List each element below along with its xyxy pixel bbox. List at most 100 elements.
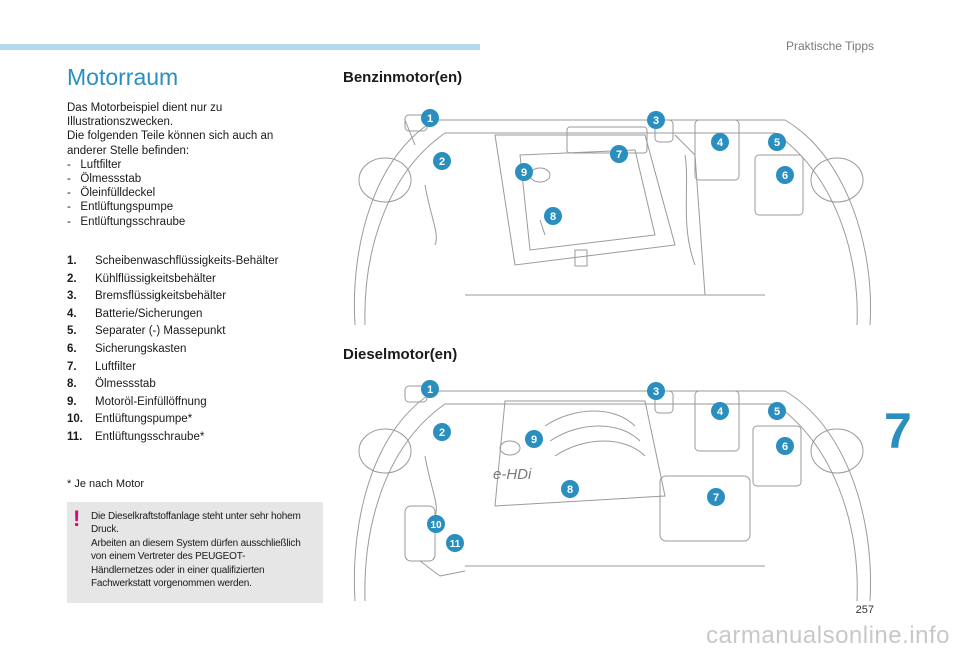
diesel-heading: Dieselmotor(en): [343, 346, 458, 363]
warning-line: Händlernetzes oder in einer qualifiziert…: [91, 564, 265, 576]
part-number: 7.: [67, 360, 77, 373]
diesel-engine-diagram: e-HDi 1 2 3 4 5 6 7 8 9 10 11: [353, 380, 872, 602]
list-item: 4. Batterie/Sicherungen: [67, 308, 327, 326]
callout-number: 6: [782, 170, 788, 182]
callout-group: 1 2 3 4 5 6 7 8 9: [421, 109, 794, 225]
callout-marker: [707, 488, 725, 506]
callout-number: 3: [653, 115, 659, 127]
callout-marker: [421, 380, 439, 398]
callout-number: 2: [439, 427, 445, 439]
part-number: 5.: [67, 325, 77, 338]
callout-marker: [561, 480, 579, 498]
page-title: Motorraum: [67, 64, 179, 90]
intro-line: anderer Stelle befinden:: [67, 144, 190, 157]
callout-marker: [647, 111, 665, 129]
part-number: 8.: [67, 378, 77, 391]
page-number: 257: [855, 604, 874, 616]
engine-badge: e-HDi: [493, 466, 532, 483]
list-item: 7. Luftfilter: [67, 361, 327, 379]
part-number: 6.: [67, 342, 77, 355]
part-label: Sicherungskasten: [95, 342, 187, 355]
callout-number: 2: [439, 156, 445, 168]
part-number: 11.: [67, 430, 83, 443]
part-number: 3.: [67, 290, 77, 303]
chapter-number: 7: [884, 403, 934, 459]
callout-marker: [421, 109, 439, 127]
warning-line: Die Dieselkraftstoffanlage steht unter s…: [91, 511, 301, 522]
list-item: 6. Sicherungskasten: [67, 343, 327, 361]
callout-marker: [525, 430, 543, 448]
intro-line: - Öleinfülldeckel: [67, 187, 156, 200]
petrol-heading: Benzinmotor(en): [343, 69, 463, 86]
intro-line: Das Motorbeispiel dient nur zu: [67, 102, 223, 114]
callout-number: 4: [717, 406, 724, 418]
callout-marker: [427, 515, 445, 533]
list-item: 5. Separater (-) Massepunkt: [67, 325, 327, 343]
part-label: Scheibenwaschflüssigkeits-Behälter: [95, 255, 279, 267]
list-item: 9.Motoröl-Einfüllöffnung: [67, 396, 327, 414]
warning-line: Druck.: [91, 524, 119, 536]
part-label: Entlüftungsschraube*: [95, 430, 205, 443]
part-number: 10.: [67, 413, 83, 426]
section-label: Praktische Tipps: [785, 39, 874, 53]
intro-line: Illustrationszwecken.: [67, 116, 174, 129]
part-number: 2.: [67, 272, 77, 285]
callout-marker: [433, 423, 451, 441]
footnote: * Je nach Motor: [67, 478, 145, 490]
callout-number: 8: [550, 211, 556, 223]
list-item: 8. Ölmessstab: [67, 378, 327, 396]
callout-number: 4: [717, 137, 724, 149]
part-label: Luftfilter: [95, 360, 136, 373]
chapter-number-text: 7: [884, 403, 912, 459]
parts-list: 1. Scheibenwaschflüssigkeits-Behälter 2. K…: [67, 255, 327, 449]
intro-line: - Luftfilter: [67, 158, 122, 171]
warning-line: Fachwerkstatt vorgenommen werden.: [91, 578, 252, 590]
callout-marker: [544, 207, 562, 225]
list-item: 2. Kühlflüssigkeitsbehälter: [67, 273, 327, 291]
callout-marker: [711, 402, 729, 420]
callout-marker: [515, 163, 533, 181]
warning-line: von einem Vertreter des PEUGEOT-: [91, 551, 246, 563]
callout-number: 6: [782, 441, 788, 453]
intro-line: Die folgenden Teile können sich auch an: [67, 130, 274, 143]
callout-marker: [433, 152, 451, 170]
callout-number: 1: [427, 113, 433, 125]
part-label: Separater (-) Massepunkt: [95, 325, 226, 338]
warning-icon: !: [73, 506, 81, 531]
callout-number: 5: [774, 406, 780, 418]
callout-marker: [711, 133, 729, 151]
part-label: Batterie/Sicherungen: [95, 307, 203, 320]
warning-box: ! Die Dieselkraftstoffanlage steht unter…: [67, 502, 323, 603]
part-label: Bremsflüssigkeitsbehälter: [95, 290, 227, 303]
callout-marker: [647, 382, 665, 400]
callout-number: 10: [430, 520, 442, 531]
callout-number: 9: [521, 167, 527, 179]
intro-line: - Ölmessstab: [67, 173, 142, 186]
list-item: 11. Entlüftungsschraube*: [67, 431, 327, 449]
callout-group: 1 2 3 4 5 6 7 8 9 10 11: [421, 380, 794, 552]
callout-number: 11: [450, 539, 461, 550]
part-number: 4.: [67, 307, 77, 320]
watermark: carmanualsonline.info: [706, 622, 950, 649]
petrol-engine-diagram: 1 2 3 4 5 6 7 8 9: [353, 109, 872, 326]
warning-text: Die Dieselkraftstoffanlage steht unter s…: [91, 510, 319, 590]
callout-number: 7: [616, 149, 622, 161]
part-label: Entlüftungspumpe*: [95, 413, 193, 426]
part-label: Ölmessstab: [95, 378, 156, 391]
intro-line: - Entlüftungsschraube: [67, 215, 186, 228]
callout-number: 5: [774, 137, 780, 149]
intro-line: - Entlüftungspumpe: [67, 201, 174, 214]
callout-marker: [768, 402, 786, 420]
warning-line: Arbeiten an diesem System dürfen ausschl…: [91, 537, 301, 549]
part-label: Kühlflüssigkeitsbehälter: [95, 272, 216, 285]
callout-marker: [610, 145, 628, 163]
part-number: 1.: [67, 255, 77, 267]
callout-number: 9: [531, 434, 537, 446]
callout-marker: [768, 133, 786, 151]
part-label: Motoröl-Einfüllöffnung: [95, 395, 207, 408]
intro-text: Das Motorbeispiel dient nur zu Illustrat…: [67, 101, 312, 229]
callout-marker: [776, 437, 794, 455]
callout-marker: [776, 166, 794, 184]
callout-number: 3: [653, 386, 659, 398]
list-item: 1. Scheibenwaschflüssigkeits-Behälter: [67, 255, 327, 273]
